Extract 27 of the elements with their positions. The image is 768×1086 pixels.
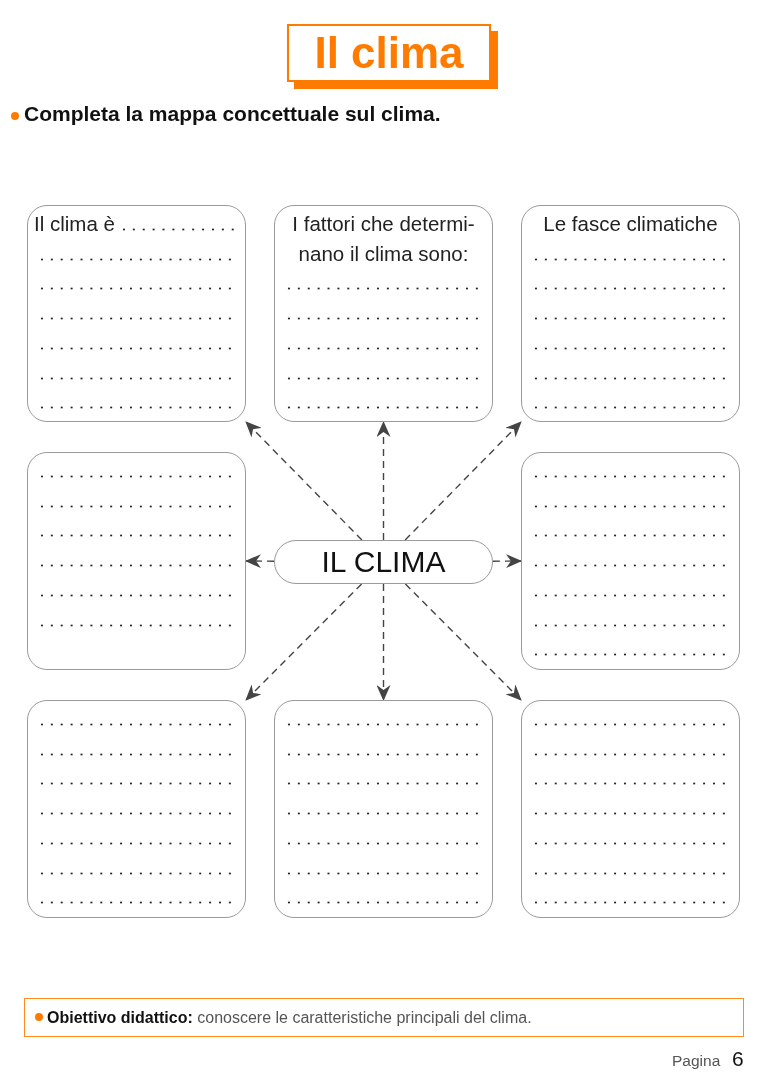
page-number: 6 bbox=[732, 1046, 744, 1072]
concept-box bbox=[27, 452, 246, 670]
dashed-arrow bbox=[492, 554, 522, 569]
concept-label: IL CLIMA bbox=[321, 545, 446, 579]
dashed-arrow bbox=[245, 421, 363, 541]
dashed-arrow bbox=[245, 554, 275, 569]
dashed-arrow bbox=[376, 421, 391, 541]
prompt-text: Il clima è bbox=[34, 211, 115, 237]
concept-box bbox=[521, 452, 740, 670]
dashed-arrow bbox=[245, 583, 363, 701]
concept-box bbox=[274, 700, 493, 918]
dashed-arrow bbox=[376, 583, 391, 701]
concept-box bbox=[27, 700, 246, 918]
concept-box bbox=[521, 205, 740, 422]
prompt-text: Le fasce climatiche bbox=[542, 211, 719, 237]
page-title: Il clima bbox=[314, 31, 464, 75]
concept-pill bbox=[274, 540, 493, 584]
objective-box bbox=[24, 998, 744, 1037]
dashed-arrow bbox=[404, 421, 522, 541]
page-label: Pagina bbox=[672, 1052, 721, 1071]
dashed-arrow bbox=[404, 583, 522, 701]
instruction-text: Completa la mappa concettuale sul clima. bbox=[24, 101, 441, 127]
concept-box bbox=[27, 205, 246, 422]
prompt-text: I fattori che determi- nano il clima sono: bbox=[291, 211, 476, 267]
concept-box bbox=[521, 700, 740, 918]
objective-text: Obiettivo didattico: conoscere le caratteristiche principali del clima. bbox=[47, 1008, 532, 1027]
concept-box bbox=[274, 205, 493, 422]
